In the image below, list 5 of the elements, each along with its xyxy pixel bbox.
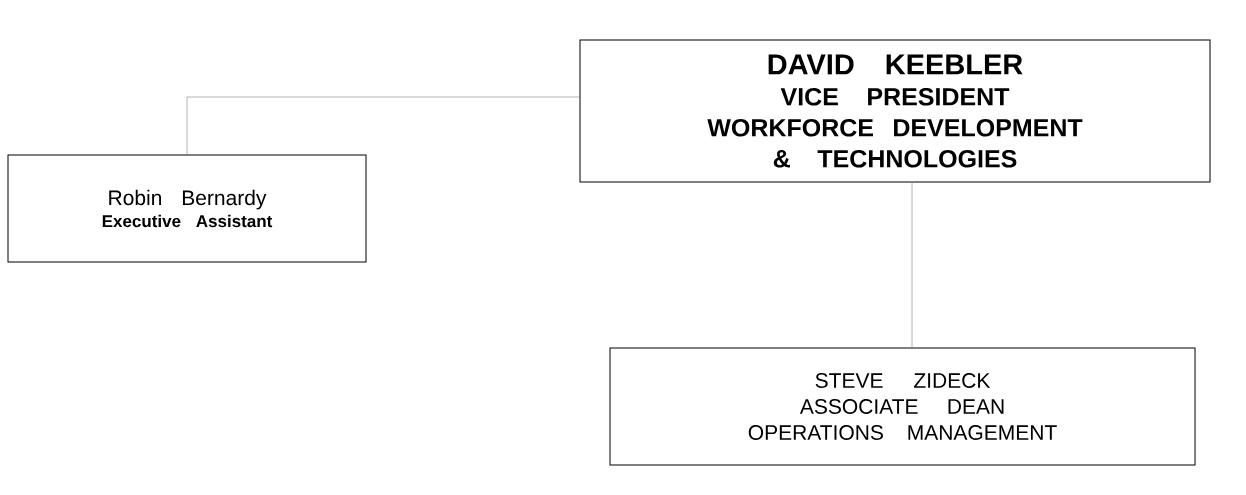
connector-line [186,96,580,155]
node-box: Robin Bernardy Executive Assistant [7,154,367,263]
node-box: DAVID KEEBLER VICE PRESIDENT WORKFORCE DEVELOPMENT & TECHNOLOGIES [579,39,1211,183]
node-box: STEVE ZIDECK ASSOCIATE DEAN OPERATIONS MANAGEMENT [609,347,1196,466]
connector-line [911,182,913,348]
